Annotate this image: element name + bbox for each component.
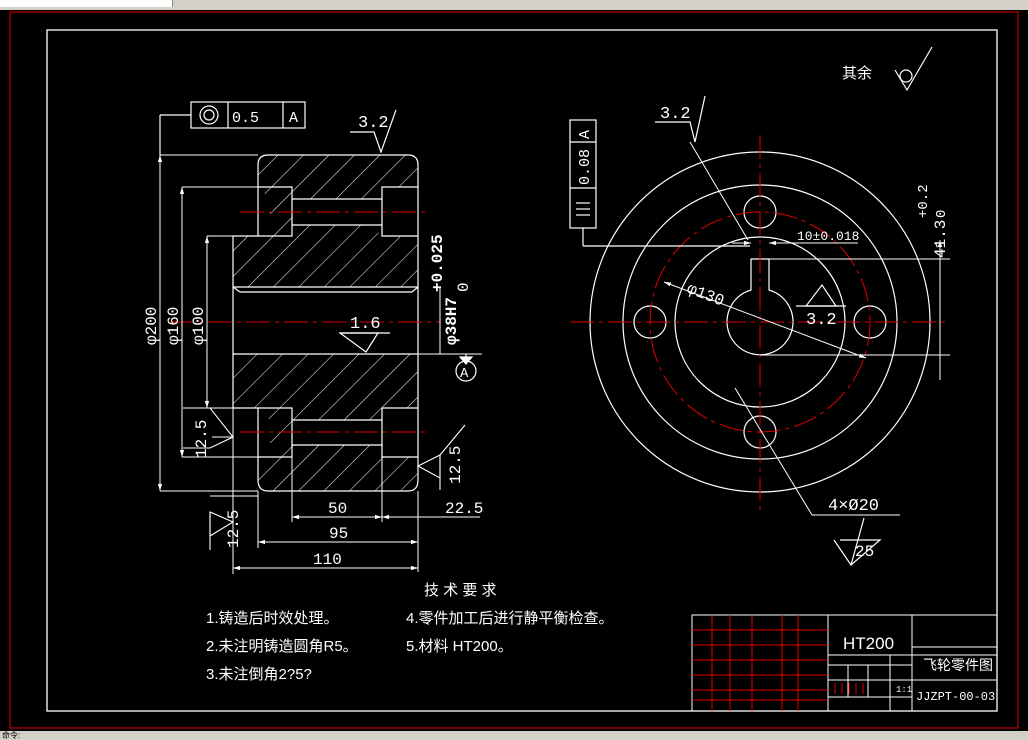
- front-roughness-keyway-label: 3.2: [806, 311, 837, 330]
- dim-bore-tol-lower: 0: [455, 282, 473, 292]
- keyway-width-dim: 10±0.018: [797, 229, 859, 244]
- front-view: 0.08 A 3.2 10±0.018 +0.2 41.3 0: [569, 95, 950, 566]
- dim-dia-160: φ160: [165, 307, 183, 345]
- command-input-box[interactable]: [0, 0, 173, 7]
- title-scale: 1:1: [896, 685, 912, 695]
- general-roughness-symbol: 其余: [842, 46, 933, 92]
- datum-a-label: A: [460, 366, 469, 382]
- title-block: HT200 飞轮零件图 JJZPT-00-03 1:1: [691, 614, 998, 712]
- dim-22-5: 22.5: [445, 500, 483, 518]
- tech-req-item: 1.铸造后时效处理。: [206, 610, 339, 627]
- remaining-roughness-label: 其余: [842, 64, 872, 82]
- pitch-circle-dim: φ130: [684, 280, 726, 311]
- runout-datum-label: A: [289, 110, 298, 127]
- dim-50: 50: [328, 500, 347, 518]
- front-roughness-holes-label: 25: [855, 543, 874, 561]
- front-roughness-top-label: 3.2: [660, 105, 691, 124]
- dim-95: 95: [329, 525, 348, 543]
- command-line-text: 命令:: [2, 731, 21, 740]
- dim-dia-100: φ100: [190, 307, 208, 345]
- keyway-depth-lower: 0: [934, 210, 950, 218]
- title-material: HT200: [843, 634, 894, 653]
- dim-dia-200: φ200: [143, 307, 161, 345]
- toolbar-strip: [0, 0, 1028, 10]
- sheet-outer-border: [9, 11, 1019, 729]
- tech-requirements-title: 技 术 要 求: [424, 582, 497, 599]
- title-drawing-no: JJZPT-00-03: [916, 690, 995, 704]
- status-bar: 命令:: [0, 731, 1028, 740]
- runout-tolerance-value: 0.5: [232, 110, 259, 127]
- dim-bore-fit: φ38H7: [443, 297, 461, 345]
- keyway-depth-upper: +0.2: [916, 184, 932, 218]
- drawing-frame: [46, 29, 998, 712]
- title-part-name: 飞轮零件图: [923, 657, 993, 673]
- dim-bore-tol-upper: +0.025: [429, 234, 447, 292]
- dim-110: 110: [313, 551, 342, 569]
- holes-callout: 4×Ø20: [828, 497, 879, 516]
- tech-req-item: 4.零件加工后进行静平衡检查。: [406, 610, 614, 627]
- keyway-depth-dim: 41.3: [932, 220, 950, 258]
- roughness-bore-label: 1.6: [350, 315, 381, 334]
- roughness-bottom-label: 12.5: [225, 510, 243, 548]
- tech-req-item: 2.未注明铸造圆角R5。: [206, 638, 358, 655]
- section-view: 0.5 A 3.2 1.6 φ200 φ160: [143, 101, 483, 574]
- roughness-right-label: 12.5: [447, 446, 465, 484]
- flatness-datum-label: A: [577, 130, 594, 139]
- tech-req-item: 3.未注倒角2?5?: [206, 666, 312, 683]
- tech-requirements: 技 术 要 求 1.铸造后时效处理。 2.未注明铸造圆角R5。 3.未注倒角2?…: [206, 582, 614, 683]
- roughness-left-label: 12.5: [193, 420, 211, 458]
- tech-req-item: 5.材料 HT200。: [406, 638, 513, 655]
- flatness-tol-value: 0.08: [577, 149, 594, 185]
- roughness-top-label: 3.2: [358, 114, 389, 133]
